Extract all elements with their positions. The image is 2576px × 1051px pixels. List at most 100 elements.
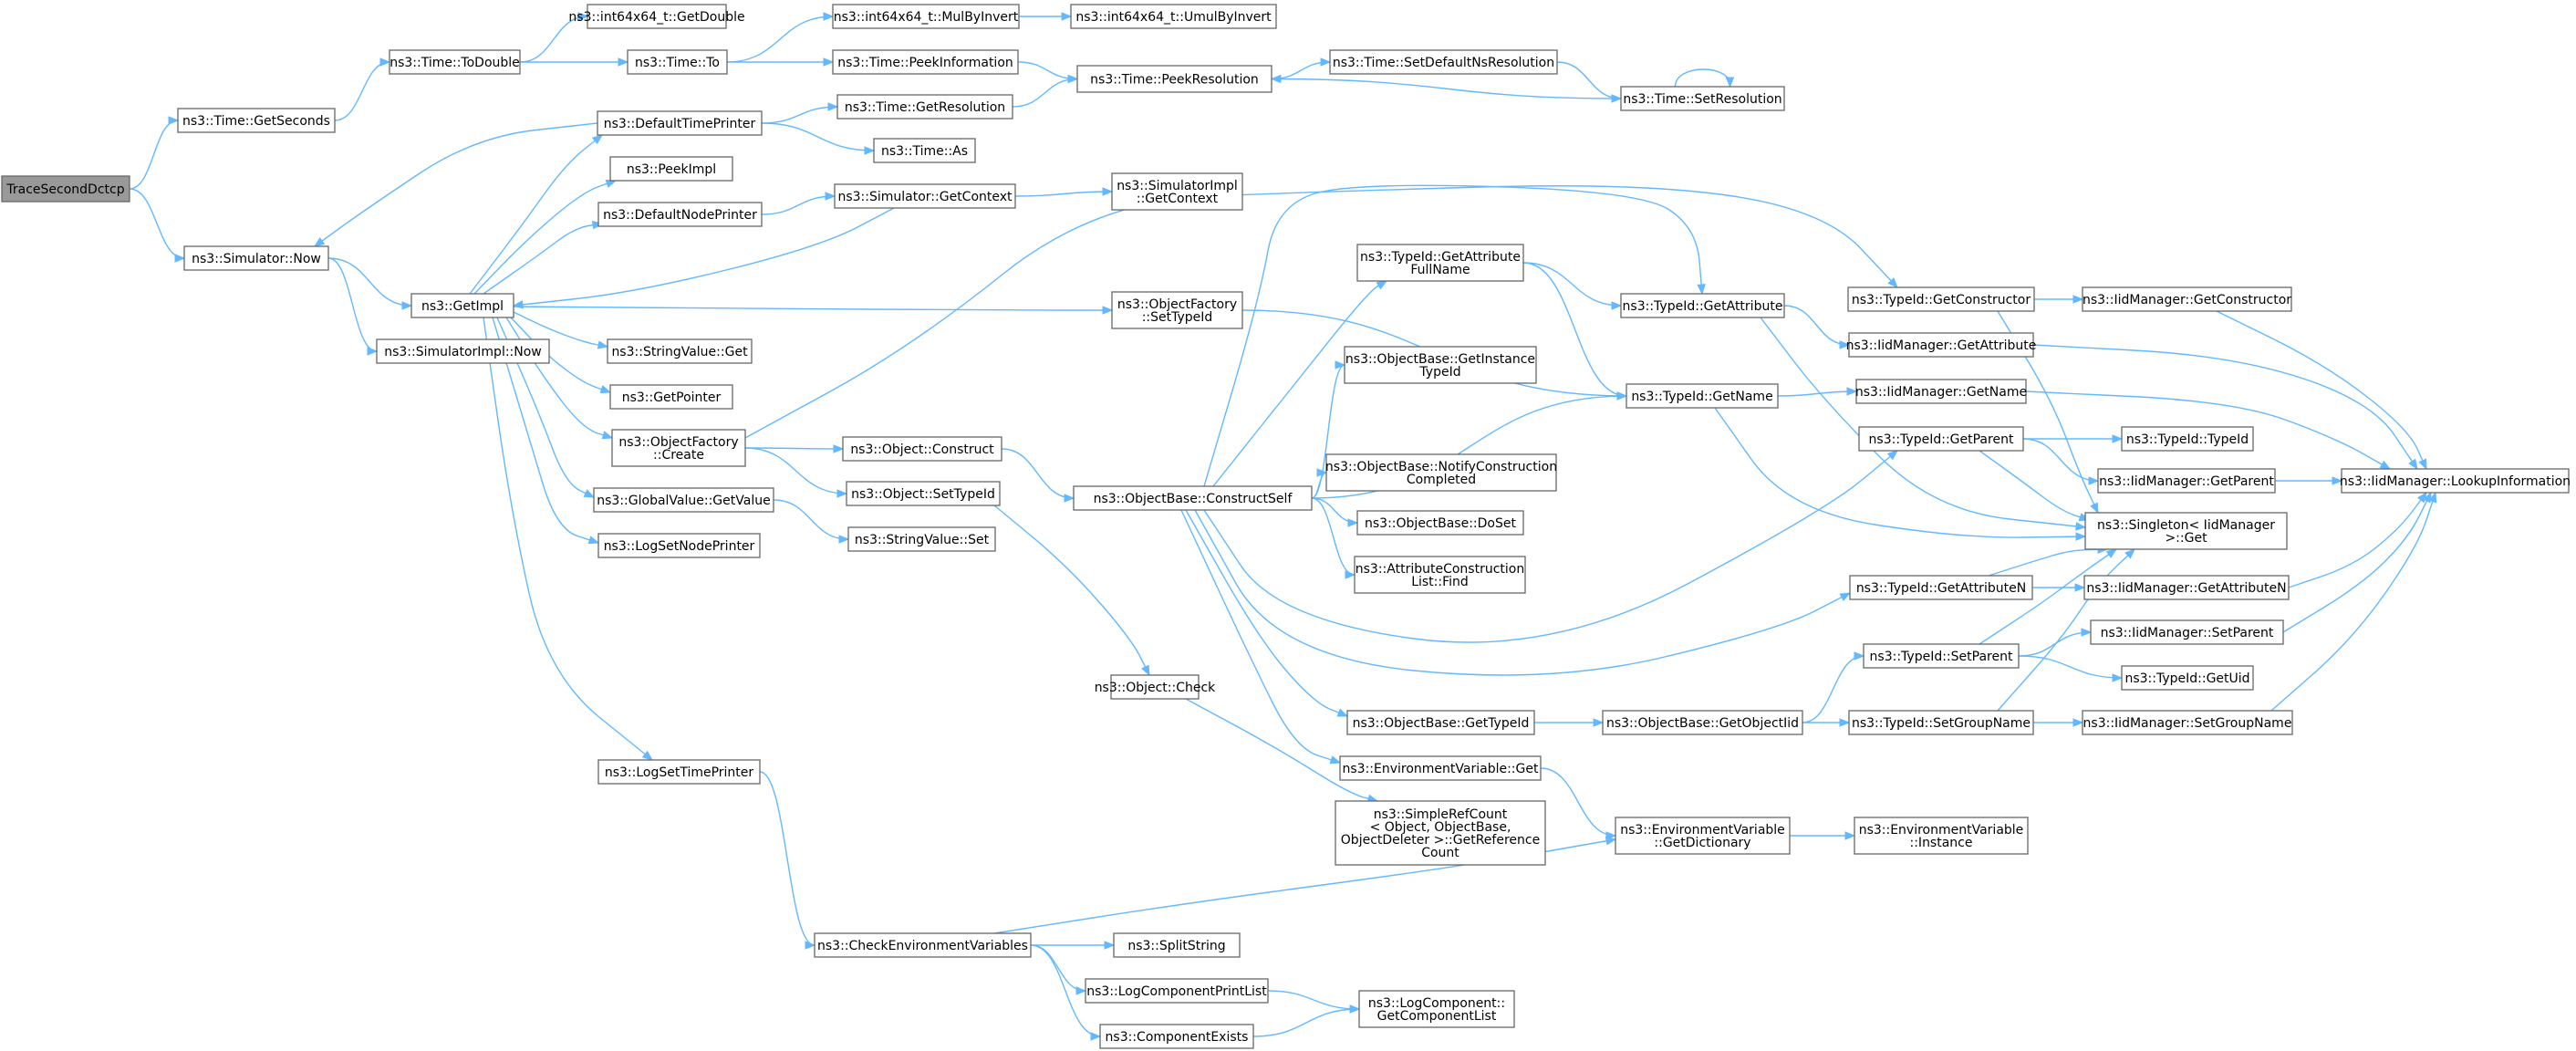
- graph-node-typeidgetparent[interactable]: ns3::TypeId::GetParent: [1858, 426, 2024, 452]
- graph-node-singletonget[interactable]: ns3::Singleton< IidManager>::Get: [2084, 512, 2288, 550]
- graph-node-root[interactable]: TraceSecondDctcp: [1, 175, 130, 203]
- graph-node-simgetcontext[interactable]: ns3::Simulator::GetContext: [834, 183, 1016, 209]
- edge-getresolution-to-peekresolution: [1012, 78, 1078, 108]
- graph-node-setresolution[interactable]: ns3::Time::SetResolution: [1620, 86, 1785, 111]
- graph-node-notifyconstruction[interactable]: ns3::ObjectBase::NotifyConstructionCompl…: [1325, 453, 1557, 492]
- graph-node-getresolution[interactable]: ns3::Time::GetResolution: [836, 94, 1013, 120]
- graph-node-typeidgetuid[interactable]: ns3::TypeId::GetUid: [2121, 665, 2254, 691]
- edge-defaulttimeprinter-to-getresolution: [761, 106, 838, 124]
- graph-node-iidsetgroupname[interactable]: ns3::IidManager::SetGroupName: [2082, 710, 2293, 735]
- edge-defaultnodeprinter-to-simgetcontext: [761, 195, 836, 215]
- node-box: [627, 49, 728, 75]
- arrowhead-icon: [1839, 718, 1851, 727]
- graph-node-objectconstruct[interactable]: ns3::Object::Construct: [842, 436, 1002, 462]
- graph-node-typeidgetconstructor[interactable]: ns3::TypeId::GetConstructor: [1847, 286, 2035, 312]
- graph-node-iidlookupinfo[interactable]: ns3::IidManager::LookupInformation: [2340, 468, 2571, 494]
- node-layer: TraceSecondDctcpns3::Time::GetSecondsns3…: [1, 4, 2571, 1049]
- graph-node-typeidgetattribute[interactable]: ns3::TypeId::GetAttribute: [1620, 293, 1785, 318]
- node-label: ns3::PeekImpl: [627, 162, 716, 177]
- graph-node-iidgetattribute[interactable]: ns3::IidManager::GetAttribute: [1846, 332, 2037, 358]
- node-label: ns3::int64x64_t::UmulByInvert: [1075, 10, 1272, 25]
- graph-node-constructself[interactable]: ns3::ObjectBase::ConstructSelf: [1073, 485, 1313, 511]
- edge-typeidgetattributen-to-singletonget: [1988, 548, 2108, 577]
- graph-node-setdefaultnsres[interactable]: ns3::Time::SetDefaultNsResolution: [1329, 49, 1558, 75]
- arrowhead-icon: [591, 134, 604, 145]
- graph-node-logsettimeprinter[interactable]: ns3::LogSetTimePrinter: [597, 759, 761, 785]
- arrowhead-icon: [2332, 476, 2343, 485]
- graph-node-iidsetparent[interactable]: ns3::IidManager::SetParent: [2090, 619, 2284, 645]
- graph-node-timeas[interactable]: ns3::Time::As: [873, 138, 976, 163]
- graph-node-peekimpl[interactable]: ns3::PeekImpl: [609, 156, 733, 182]
- graph-node-objfactorycreate[interactable]: ns3::ObjectFactory::Create: [611, 429, 746, 467]
- node-label: ns3::Time::PeekResolution: [1090, 73, 1259, 88]
- node-label: ObjectDeleter >::GetReference: [1341, 833, 1540, 848]
- graph-node-iidgetattributen[interactable]: ns3::IidManager::GetAttributeN: [2083, 575, 2290, 600]
- arrowhead-icon: [1104, 941, 1116, 950]
- graph-node-getimpl[interactable]: ns3::GetImpl: [410, 293, 514, 318]
- graph-node-logcompgetlist[interactable]: ns3::LogComponent::GetComponentList: [1358, 990, 1515, 1028]
- graph-node-logsetnodeprinter[interactable]: ns3::LogSetNodePrinter: [597, 533, 761, 558]
- graph-node-typeidgetattributen[interactable]: ns3::TypeId::GetAttributeN: [1849, 575, 2033, 600]
- arrowhead-icon: [1064, 494, 1075, 503]
- graph-node-todouble[interactable]: ns3::Time::ToDouble: [389, 49, 521, 75]
- graph-node-globalvaluegetvalue[interactable]: ns3::GlobalValue::GetValue: [593, 487, 774, 513]
- graph-node-splitstring[interactable]: ns3::SplitString: [1113, 932, 1241, 958]
- graph-node-envinstance[interactable]: ns3::EnvironmentVariable::Instance: [1854, 817, 2029, 855]
- graph-node-iidgetconstructor[interactable]: ns3::IidManager::GetConstructor: [2082, 286, 2292, 312]
- graph-node-logcompprintlist[interactable]: ns3::LogComponentPrintList: [1085, 978, 1269, 1004]
- node-label: ns3::ObjectBase::NotifyConstruction: [1325, 460, 1557, 474]
- node-label: ns3::Time::GetResolution: [845, 100, 1005, 115]
- graph-node-peekresolution[interactable]: ns3::Time::PeekResolution: [1076, 65, 1272, 93]
- graph-node-objectcheck[interactable]: ns3::Object::Check: [1095, 674, 1216, 700]
- graph-node-simplerefcount[interactable]: ns3::SimpleRefCount< Object, ObjectBase,…: [1335, 800, 1546, 866]
- graph-node-peekinformation[interactable]: ns3::Time::PeekInformation: [832, 49, 1019, 75]
- graph-node-objfactorysettypeid[interactable]: ns3::ObjectFactory::SetTypeId: [1111, 291, 1243, 329]
- arrowhead-icon: [1067, 74, 1079, 84]
- graph-node-checkenvvars[interactable]: ns3::CheckEnvironmentVariables: [814, 932, 1032, 958]
- node-box: [1113, 932, 1241, 958]
- graph-node-objbasegettypeid[interactable]: ns3::ObjectBase::GetTypeId: [1346, 710, 1535, 735]
- graph-node-typeidgetname[interactable]: ns3::TypeId::GetName: [1626, 383, 1779, 409]
- graph-node-typeidsetgroupname[interactable]: ns3::TypeId::SetGroupName: [1848, 710, 2034, 735]
- graph-node-getobjectiid[interactable]: ns3::ObjectBase::GetObjectIid: [1602, 710, 1803, 735]
- graph-node-envgetdictionary[interactable]: ns3::EnvironmentVariable::GetDictionary: [1615, 817, 1791, 855]
- graph-node-defaulttimeprinter[interactable]: ns3::DefaultTimePrinter: [597, 110, 763, 136]
- graph-node-mulbyinvert[interactable]: ns3::int64x64_t::MulByInvert: [832, 4, 1020, 29]
- graph-node-iidgetparent[interactable]: ns3::IidManager::GetParent: [2097, 468, 2276, 494]
- graph-node-envvarget[interactable]: ns3::EnvironmentVariable::Get: [1339, 755, 1542, 781]
- node-label: ns3::DefaultTimePrinter: [604, 117, 756, 131]
- node-box: [597, 110, 763, 136]
- node-box: [1110, 674, 1200, 700]
- graph-node-defaultnodeprinter[interactable]: ns3::DefaultNodePrinter: [597, 202, 763, 227]
- graph-node-getpointer[interactable]: ns3::GetPointer: [609, 384, 733, 410]
- node-box: [1070, 4, 1277, 29]
- graph-node-int64getdouble[interactable]: ns3::int64x64_t::GetDouble: [568, 4, 745, 29]
- graph-node-componentexists[interactable]: ns3::ComponentExists: [1099, 1024, 1254, 1049]
- graph-node-getseconds[interactable]: ns3::Time::GetSeconds: [177, 108, 336, 133]
- node-label: ns3::Singleton< IidManager: [2097, 518, 2275, 533]
- graph-node-typeidtypeid[interactable]: ns3::TypeId::TypeId: [2121, 426, 2254, 452]
- graph-node-simimplgetcontext[interactable]: ns3::SimulatorImpl::GetContext: [1111, 172, 1243, 211]
- edge-iidgetattribute-to-iidlookupinfo: [2032, 344, 2418, 470]
- graph-node-stringvalueget[interactable]: ns3::StringValue::Get: [607, 338, 753, 364]
- graph-node-simnow[interactable]: ns3::Simulator::Now: [183, 245, 329, 271]
- node-label: ns3::TypeId::GetConstructor: [1852, 293, 2031, 307]
- graph-node-timeto[interactable]: ns3::Time::To: [627, 49, 728, 75]
- arrowhead-icon: [2408, 458, 2418, 471]
- graph-node-stringvalueset[interactable]: ns3::StringValue::Set: [847, 526, 996, 552]
- graph-node-iidgetname[interactable]: ns3::IidManager::GetName: [1855, 379, 2027, 404]
- node-label: ::SetTypeId: [1142, 310, 1213, 325]
- graph-node-typeidsetparent[interactable]: ns3::TypeId::SetParent: [1863, 643, 2020, 669]
- arrowhead-icon: [1844, 831, 1856, 840]
- graph-node-objectsettypeid[interactable]: ns3::Object::SetTypeId: [846, 481, 1001, 506]
- node-label: ::GetContext: [1137, 192, 1219, 206]
- edge-setresolution-to-setresolution: [1674, 68, 1731, 88]
- graph-node-umulbyinvert[interactable]: ns3::int64x64_t::UmulByInvert: [1070, 4, 1277, 29]
- arrowhead-icon: [1349, 1004, 1361, 1014]
- graph-node-doset[interactable]: ns3::ObjectBase::DoSet: [1356, 510, 1524, 536]
- arrowhead-icon: [1336, 708, 1349, 717]
- graph-node-simimplnow[interactable]: ns3::SimulatorImpl::Now: [376, 338, 550, 364]
